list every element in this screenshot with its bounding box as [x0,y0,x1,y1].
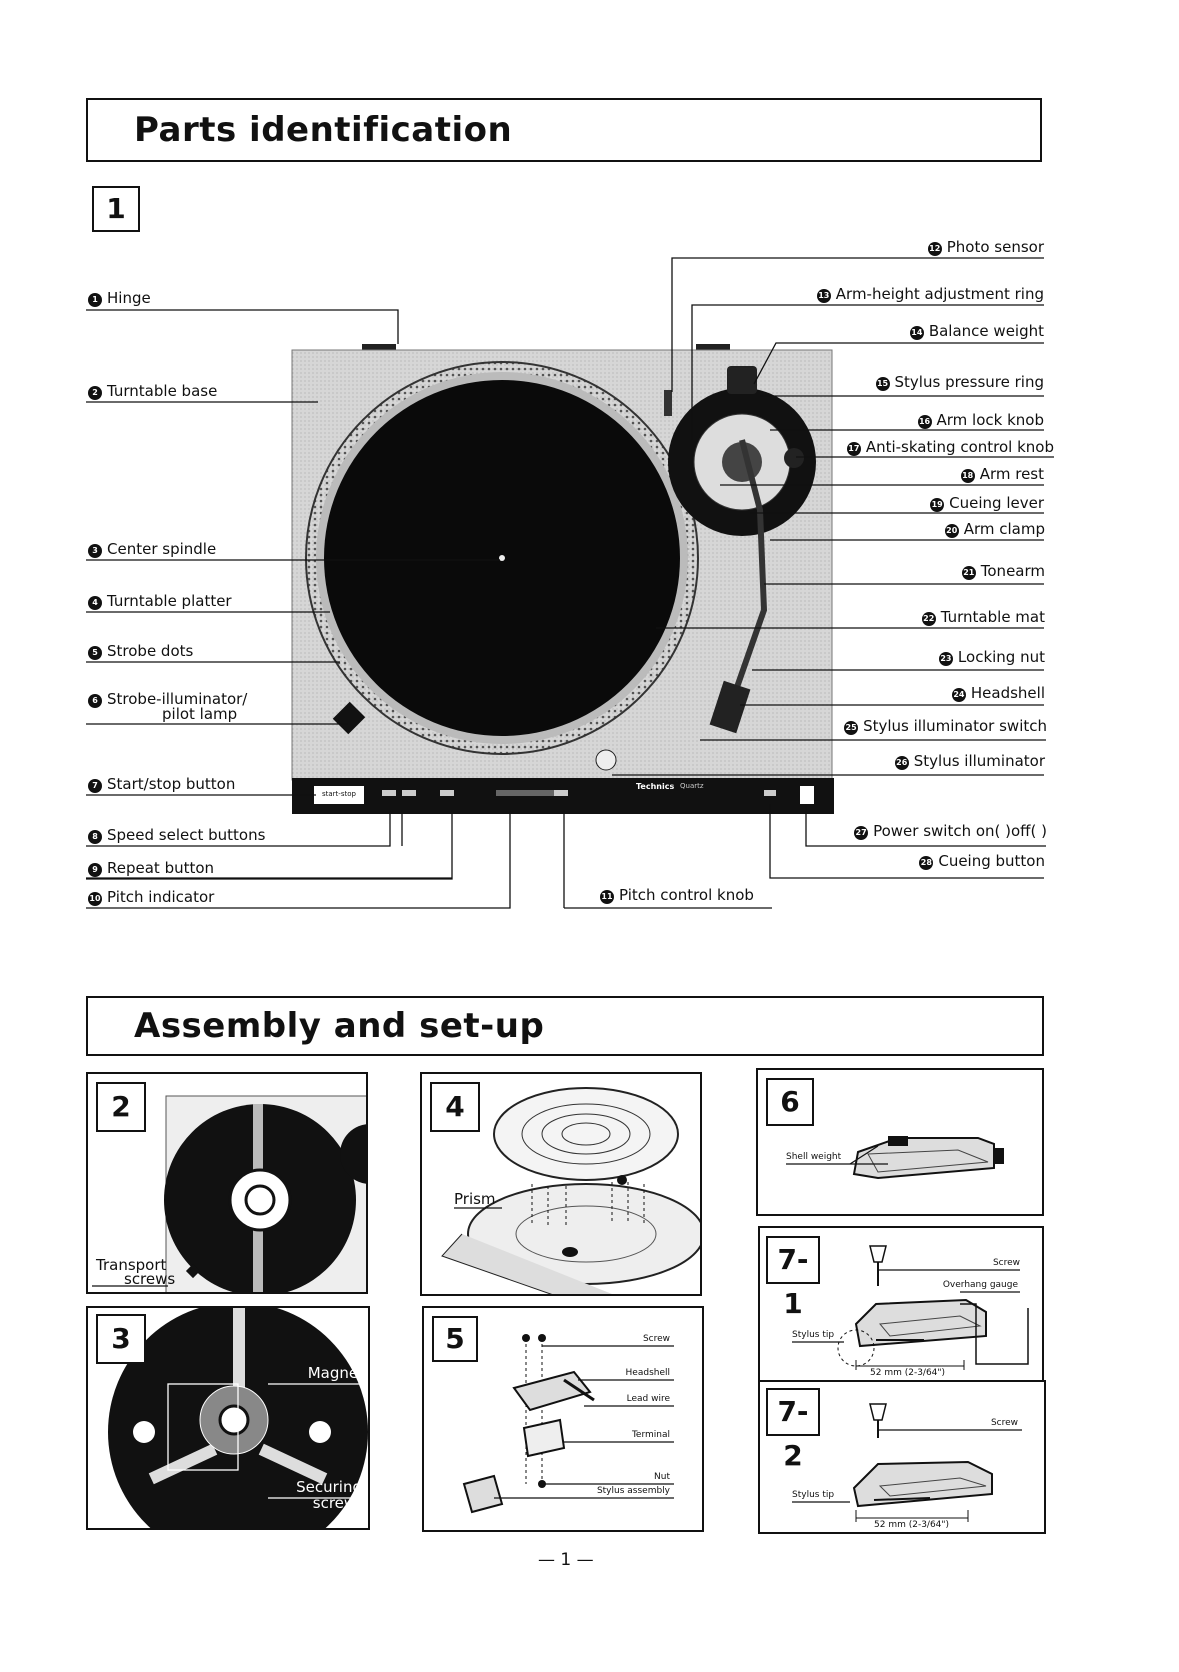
fig5-terminal-label: Terminal [631,1430,670,1440]
figure-number-7-2: 7-2 [766,1388,820,1472]
fig72-measurement-label: 52 mm (2-3/64") [874,1520,950,1530]
part-label-pilot-lamp: pilot lamp [162,705,238,723]
parts-identification-header: Parts identification [86,98,1042,162]
transport-screws-label-2: screws [124,1270,176,1288]
securing-screws-label-1: Securing [296,1478,362,1496]
fig5-nut-label: Nut [654,1472,670,1482]
hinge-right [696,344,730,352]
panel-model: Quartz [680,782,704,790]
shell-weight-label: Shell weight [786,1152,842,1162]
securing-screws-label-2: screws [312,1494,364,1512]
fig72-stylus-tip-label: Stylus tip [792,1490,835,1500]
tonearm-shape [733,439,768,691]
transport-screws-label-1: Transport [96,1256,167,1274]
section-title-parts: Parts identification [134,110,513,150]
hinge-left [362,344,396,352]
figure-number-1: 1 [92,186,140,232]
figure-6: Shell weight [756,1068,1044,1216]
headshell-shape [709,680,751,734]
fig5-headshell-label: Headshell [625,1368,670,1378]
fig71-stylus-tip-label: Stylus tip [792,1330,835,1340]
figure-number-4: 4 [430,1082,480,1132]
prism-label: Prism [454,1190,496,1208]
magnet-label: Magnet [307,1364,364,1382]
figure-number-5: 5 [432,1316,478,1362]
panel-start-stop-label: start-stop [322,790,356,798]
fig5-lead-wire-label: Lead wire [626,1394,670,1404]
figure-number-6: 6 [766,1078,814,1126]
figure-number-2: 2 [96,1082,146,1132]
page-number: — 1 — [538,1550,594,1570]
panel-brand: Technics [636,782,675,791]
turntable-diagram [86,257,1054,909]
fig71-measurement-label: 52 mm (2-3/64") [870,1368,946,1378]
center-spindle-shape [499,555,505,561]
figure-3: Magnet Securing screws [86,1306,370,1530]
fig71-overhang-gauge-label: Overhang gauge [942,1280,1018,1290]
figure-number-3: 3 [96,1314,146,1364]
fig5-screw-label: Screw [642,1334,670,1344]
fig71-screw-label: Screw [992,1258,1020,1268]
section-title-assembly: Assembly and set-up [134,1006,545,1046]
figure-number-7-1: 7-1 [766,1236,820,1320]
fig5-stylus-assembly-label: Stylus assembly [596,1486,670,1496]
fig72-screw-label: Screw [990,1418,1018,1428]
figure-5: Screw Headshell Lead wire Terminal Nut S… [422,1306,704,1532]
figure-4: Prism [420,1072,702,1296]
assembly-setup-header: Assembly and set-up [86,996,1044,1056]
